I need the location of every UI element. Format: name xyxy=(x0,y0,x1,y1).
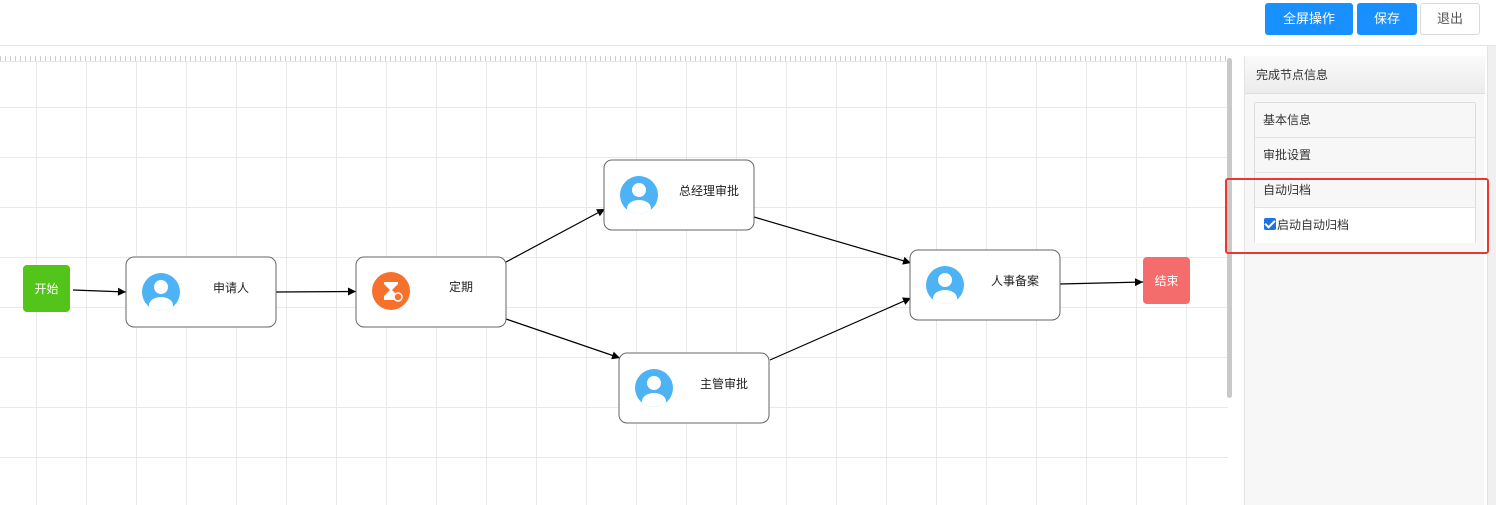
auto-archive-label: 启动自动归档 xyxy=(1277,218,1350,232)
flow-diagram: 开始 结束 申请人 xyxy=(23,159,1190,424)
edge-supervisor-hr[interactable] xyxy=(769,297,912,361)
user-avatar-icon xyxy=(635,369,673,407)
node-properties-panel: 完成节点信息 基本信息 审批设置 自动归档 启动自动归档 xyxy=(1244,56,1485,505)
auto-archive-checkbox[interactable] xyxy=(1264,218,1276,230)
horizontal-ruler xyxy=(0,56,1228,62)
highlight-box xyxy=(1225,178,1489,254)
top-toolbar: 全屏操作 保存 退出 xyxy=(0,0,1496,46)
section-approval-settings[interactable]: 审批设置 xyxy=(1255,138,1475,173)
start-node-label: 开始 xyxy=(34,282,58,296)
task-node-gm-approval[interactable]: 总经理审批 xyxy=(603,159,755,231)
task-label-gm-approval: 总经理审批 xyxy=(679,183,739,198)
edge-scheduled-gm[interactable] xyxy=(505,208,606,263)
hourglass-icon xyxy=(372,272,410,310)
edge-hr-end[interactable] xyxy=(1059,278,1144,287)
save-button[interactable]: 保存 xyxy=(1357,3,1417,35)
edge-gm-hr[interactable] xyxy=(753,216,912,265)
end-node[interactable]: 结束 xyxy=(1143,257,1190,304)
start-node[interactable]: 开始 xyxy=(23,265,70,312)
task-node-hr-record[interactable]: 人事备案 xyxy=(909,249,1061,321)
canvas-vertical-scrollbar[interactable] xyxy=(1227,58,1232,398)
task-node-supervisor-approval[interactable]: 主管审批 xyxy=(618,352,770,424)
task-node-scheduled[interactable]: 定期 xyxy=(355,256,507,328)
auto-archive-option[interactable]: 启动自动归档 xyxy=(1255,208,1475,243)
fullscreen-button[interactable]: 全屏操作 xyxy=(1265,3,1353,35)
user-avatar-icon xyxy=(620,176,658,214)
task-label-applicant: 申请人 xyxy=(213,281,249,295)
task-label-hr-record: 人事备案 xyxy=(991,273,1039,288)
exit-button[interactable]: 退出 xyxy=(1420,3,1480,35)
page-vertical-scrollbar[interactable] xyxy=(1487,46,1496,505)
edge-scheduled-supervisor[interactable] xyxy=(505,318,621,360)
task-node-applicant[interactable]: 申请人 xyxy=(125,256,277,328)
task-label-supervisor-approval: 主管审批 xyxy=(700,376,748,391)
edge-applicant-scheduled[interactable] xyxy=(275,287,357,296)
section-basic-info[interactable]: 基本信息 xyxy=(1255,103,1475,138)
user-avatar-icon xyxy=(926,266,964,304)
end-node-label: 结束 xyxy=(1154,274,1178,288)
panel-section-list: 基本信息 审批设置 自动归档 启动自动归档 xyxy=(1254,102,1476,243)
panel-title: 完成节点信息 xyxy=(1245,56,1485,94)
user-avatar-icon xyxy=(142,273,180,311)
task-label-scheduled: 定期 xyxy=(449,279,473,294)
edge-start-applicant[interactable] xyxy=(72,287,127,296)
